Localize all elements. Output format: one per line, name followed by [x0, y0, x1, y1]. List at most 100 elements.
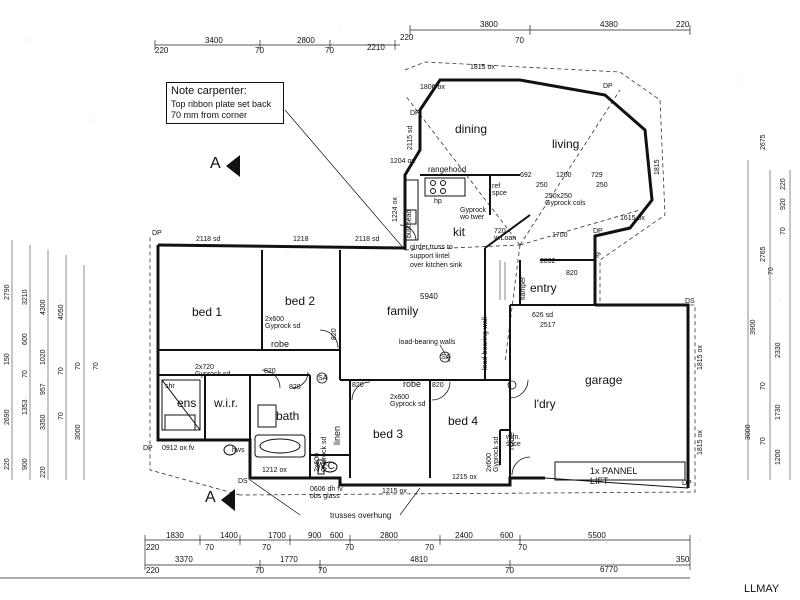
wm-spce-label: w.m. spce — [506, 434, 521, 448]
dim-bot-600a: 600 — [330, 531, 344, 540]
dim-bot-1400: 1400 — [220, 531, 238, 540]
opening-2118sd-a: 2118 sd — [196, 236, 221, 243]
dim-left-70c: 70 — [75, 362, 82, 370]
room-bath: bath — [276, 409, 300, 423]
dim-left-3210: 3210 — [22, 289, 29, 305]
dim-bot-350: 350 — [676, 555, 690, 564]
room-bed2: bed 2 — [285, 294, 316, 308]
opening-1815ox-b: 1815 ox — [697, 345, 704, 370]
opening-1215ox-a: 1215 ox — [382, 488, 407, 495]
garage-door — [554, 461, 686, 481]
downpipe-5: DP — [593, 228, 603, 235]
dim-right-70b: 70 — [768, 267, 775, 275]
dim-bot-6770: 6770 — [600, 565, 618, 574]
dim-bot-70f: 70 — [255, 566, 264, 575]
circle-markers — [316, 351, 517, 390]
room-family: family — [387, 304, 419, 318]
room-living: living — [552, 137, 580, 151]
dim-bot-220b: 220 — [146, 566, 160, 575]
dim-left-220b: 220 — [40, 466, 47, 478]
kitchen-fixtures — [403, 177, 466, 241]
dim-left-4300: 4300 — [40, 299, 47, 315]
dim-820-a: 820 — [331, 328, 338, 340]
downpipe-4: DP — [410, 110, 420, 117]
section-label-bottom: A — [205, 489, 216, 506]
dim-left-220a: 220 — [4, 458, 11, 470]
dim-left-70b: 70 — [58, 412, 65, 420]
dim-left-150: 150 — [4, 353, 11, 365]
dim-bot-70g: 70 — [318, 566, 327, 575]
downpipe-1: DP — [152, 230, 162, 237]
dim-bot-70a: 70 — [205, 543, 214, 552]
downpipe-6: DP — [682, 480, 692, 487]
opening-1806ox: 1806 ox — [420, 84, 445, 91]
dim-1700: 1700 — [552, 232, 568, 239]
room-wc: W.C. — [316, 461, 338, 472]
dim-692: 692 — [520, 172, 532, 179]
load-bearing-walls-label: load-bearing walls — [399, 339, 456, 346]
room-ens: ens — [177, 396, 197, 410]
dim-2892: 2892 — [540, 258, 556, 265]
dim-1200: 1200 — [556, 172, 572, 179]
dim-left-70d: 70 — [93, 362, 100, 370]
room-dining: dining — [455, 122, 488, 136]
downpipe-2: DP — [143, 445, 153, 452]
flamper-label: flamper — [520, 276, 527, 300]
dim-right-220: 220 — [780, 178, 787, 190]
dim-left-1353: 1353 — [22, 399, 29, 415]
opening-1615ox: 1615 ox — [620, 215, 645, 222]
dim-right-3900: 3900 — [750, 319, 757, 335]
ref-spce-label: ref spce — [492, 183, 507, 197]
robe-bed3: robe — [403, 379, 422, 389]
bottom-dimension-lines — [0, 535, 691, 579]
section-marker-top — [226, 155, 240, 177]
pannel-lift-label: 1x PANNEL LIFT — [590, 466, 638, 486]
opening-1224ox: 1224 ox — [392, 197, 399, 222]
roof-outline-dashed — [149, 61, 696, 496]
room-garage: garage — [585, 373, 623, 387]
right-dimension-lines — [747, 160, 791, 480]
gyprock-sd-bed3: 2x600 Gyprock sd — [390, 394, 426, 408]
note-line-1: Top ribbon plate set back — [171, 99, 272, 109]
smoke-alarm-1: SA — [318, 375, 328, 382]
smoke-alarm-2: SA — [441, 354, 451, 361]
dim-bot-1770: 1770 — [280, 555, 298, 564]
dim-bot-4810: 4810 — [410, 555, 428, 564]
room-bed1: bed 1 — [192, 305, 223, 319]
dim-bot-220a: 220 — [146, 543, 160, 552]
opening-1218: 1218 — [293, 236, 309, 243]
opening-626sd: 626 sd — [532, 312, 554, 319]
corner-text: LLMAY — [744, 583, 780, 595]
dim-left-600: 600 — [22, 333, 29, 345]
room-entry: entry — [530, 281, 557, 295]
room-ldry: l'dry — [534, 397, 556, 411]
dim-left-4050: 4050 — [58, 304, 65, 320]
fixed-glass-label: fg — [594, 252, 601, 258]
dim-820-f: 820 — [566, 270, 578, 277]
opening-1212ox: 1212 ox — [262, 467, 287, 474]
dim-top-220: 220 — [676, 20, 690, 29]
gyprock-sd-ens: 2x720 Gyprock sd — [195, 364, 231, 378]
opening-0912ox: 0912 ox fv — [162, 445, 195, 452]
dim-5940: 5940 — [420, 292, 438, 301]
paper-texture — [29, 29, 781, 561]
girder-truss-label: girder truss to support lintel over kitc… — [410, 244, 463, 269]
section-label-top: A — [210, 155, 221, 172]
dim-top-70c: 70 — [325, 46, 334, 55]
dim-left-2690: 2690 — [4, 409, 11, 425]
hp-label: hp — [434, 198, 442, 205]
dim-bot-70e: 70 — [518, 543, 527, 552]
dim-820-d: 820 — [352, 382, 364, 389]
dim-top-2800: 2800 — [297, 36, 315, 45]
dim-top-70a: 70 — [255, 46, 264, 55]
dim-top-2210: 2210 — [367, 43, 385, 52]
note-title: Note carpenter: — [171, 85, 247, 97]
dim-bot-1830: 1830 — [166, 531, 184, 540]
dim-bot-70d: 70 — [425, 543, 434, 552]
dim-right-2330: 2330 — [775, 342, 782, 358]
hatch-marks — [499, 260, 506, 300]
gyprock-sd-bed2: 2x600 Gyprock sd — [265, 316, 301, 330]
dim-top-70b: 70 — [515, 36, 524, 45]
dim-right-70d: 70 — [760, 437, 767, 445]
